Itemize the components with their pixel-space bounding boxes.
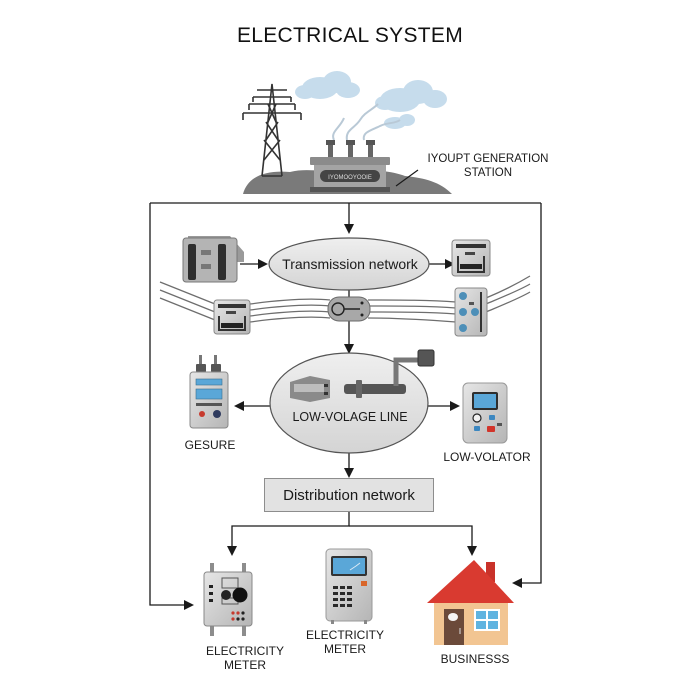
cloud-icon bbox=[375, 80, 447, 129]
electricity-meter-1-label: ELECTRICITY METER bbox=[195, 644, 295, 672]
meter2-label-line2: METER bbox=[324, 642, 366, 656]
transmission-tower-icon bbox=[242, 83, 302, 177]
meter1-label-line2: METER bbox=[224, 658, 266, 672]
gesure-device-icon bbox=[189, 355, 229, 429]
electricity-meter-2-icon bbox=[325, 548, 373, 624]
generation-label-line1: IYOUPT GENERATION bbox=[427, 153, 549, 165]
smoke-icon bbox=[332, 103, 401, 141]
power-lines bbox=[159, 275, 531, 323]
switchgear-icon bbox=[182, 236, 244, 283]
cable-connector-icon bbox=[344, 349, 435, 398]
low-voltage-line-label: LOW-VOLAGE LINE bbox=[292, 410, 408, 424]
diagram-title: ELECTRICAL SYSTEM bbox=[236, 24, 464, 47]
generation-label-line2: STATION bbox=[463, 167, 513, 179]
electricity-meter-2-label: ELECTRICITY METER bbox=[300, 628, 390, 656]
plant-plate-text: IYOMOOYOOIE bbox=[328, 175, 372, 181]
generation-station-label: IYOUPT GENERATION STATION bbox=[418, 152, 558, 180]
distribution-network-label: Distribution network bbox=[283, 486, 415, 504]
outer-frame bbox=[149, 202, 542, 610]
transmission-network-label: Transmission network bbox=[282, 256, 418, 272]
distribution-network-node[interactable]: Distribution network bbox=[264, 478, 434, 512]
transmission-network-node[interactable] bbox=[268, 237, 430, 291]
low-voltage-line-node[interactable] bbox=[269, 352, 429, 454]
cloud-icon bbox=[295, 71, 360, 99]
electricity-meter-1-icon bbox=[203, 563, 253, 636]
flow-arrows bbox=[227, 203, 477, 556]
junction-icon bbox=[327, 296, 371, 322]
insulator-clamp-icon bbox=[290, 376, 330, 402]
business-label: BUSINESSS bbox=[440, 652, 510, 666]
power-plant-icon: IYOMOOYOOIE bbox=[310, 140, 390, 192]
gesure-label: GESURE bbox=[184, 438, 236, 452]
meter1-label-line1: ELECTRICITY bbox=[205, 644, 284, 658]
generation-station: IYOMOOYOOIE bbox=[242, 71, 452, 194]
low-volator-device-icon bbox=[462, 382, 508, 444]
busbar-panel-icon bbox=[454, 287, 488, 337]
house-icon bbox=[427, 560, 514, 645]
meter2-label-line1: ELECTRICITY bbox=[305, 628, 384, 642]
breaker-icon bbox=[451, 239, 491, 277]
low-volator-label: LOW-VOLATOR bbox=[443, 450, 531, 464]
breaker-icon bbox=[213, 299, 251, 335]
label-leader-line bbox=[395, 169, 419, 187]
